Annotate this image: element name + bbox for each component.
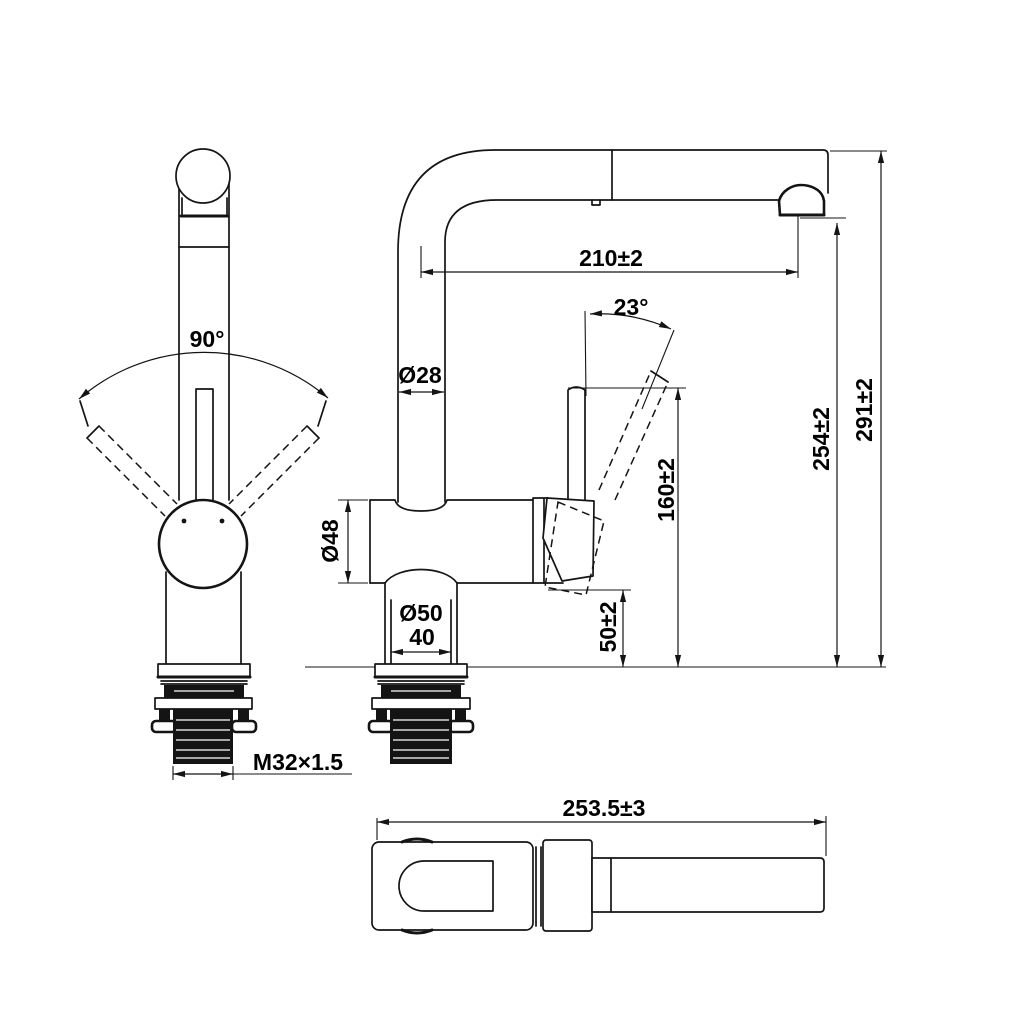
- front-lever-rotated-right: [228, 400, 327, 517]
- top-view: 253.5±3: [371, 795, 827, 935]
- dim-overall-height: 291±2: [851, 378, 877, 442]
- top-spout-arm: [591, 857, 825, 913]
- handle-angle-arc: [589, 310, 672, 330]
- handle-lever: [567, 386, 586, 501]
- faucet-body: [369, 497, 564, 584]
- side-view: Ø28 210±2 23° Ø48 Ø50 40 50±2 160±2 254±…: [305, 149, 887, 764]
- ball-pin-right: [219, 518, 225, 524]
- threaded-shank: [173, 709, 233, 764]
- handle-tilted-dashed: [544, 370, 669, 596]
- front-view: M32×1.5 90°: [78, 148, 352, 780]
- side-mounting-base: [367, 663, 475, 764]
- front-riser-outline: [178, 182, 230, 501]
- mounting-stud-right: [230, 719, 258, 734]
- dim-spout-reach: 210±2: [579, 245, 643, 271]
- dim-swivel-angle: 90°: [190, 326, 225, 352]
- swivel-arc: [78, 351, 329, 400]
- top-handle-u: [398, 860, 494, 912]
- aerator: [777, 183, 826, 217]
- dim-handle-tilt-angle: 23°: [614, 294, 649, 320]
- front-lever: [195, 388, 214, 501]
- dim-spout-pipe-diameter: Ø28: [398, 362, 442, 388]
- dim-body-diameter: Ø48: [317, 519, 343, 563]
- spray-head-seam: [591, 149, 613, 206]
- dim-handle-height: 160±2: [653, 458, 679, 522]
- mounting-stud-left: [150, 719, 178, 734]
- dim-mounting-thread: M32×1.5: [253, 749, 343, 775]
- dim-base-inner-width: 40: [409, 624, 435, 650]
- dim-overall-length: 253.5±3: [563, 795, 646, 821]
- dim-body-underside-height: 50±2: [595, 602, 621, 653]
- spray-head-collar: [181, 197, 228, 215]
- dim-spout-outlet-height: 254±2: [808, 407, 834, 471]
- top-handle-housing: [542, 839, 593, 932]
- dim-base-diameter: Ø50: [399, 600, 442, 626]
- top-body-bulges: [400, 837, 434, 935]
- ball-pin-left: [181, 518, 187, 524]
- spray-head-end: [175, 148, 231, 204]
- spout-inner-outline: [444, 199, 780, 503]
- front-mounting-base: [150, 663, 258, 764]
- handle-cap: [542, 497, 595, 582]
- top-ring: [535, 846, 542, 927]
- thread-ext-lines: [172, 766, 234, 780]
- front-lever-rotated-left: [79, 400, 178, 517]
- front-base-column: [165, 571, 242, 665]
- side-base-column: [384, 582, 458, 665]
- ball-joint: [157, 498, 249, 590]
- spout-outer-outline: [397, 149, 829, 503]
